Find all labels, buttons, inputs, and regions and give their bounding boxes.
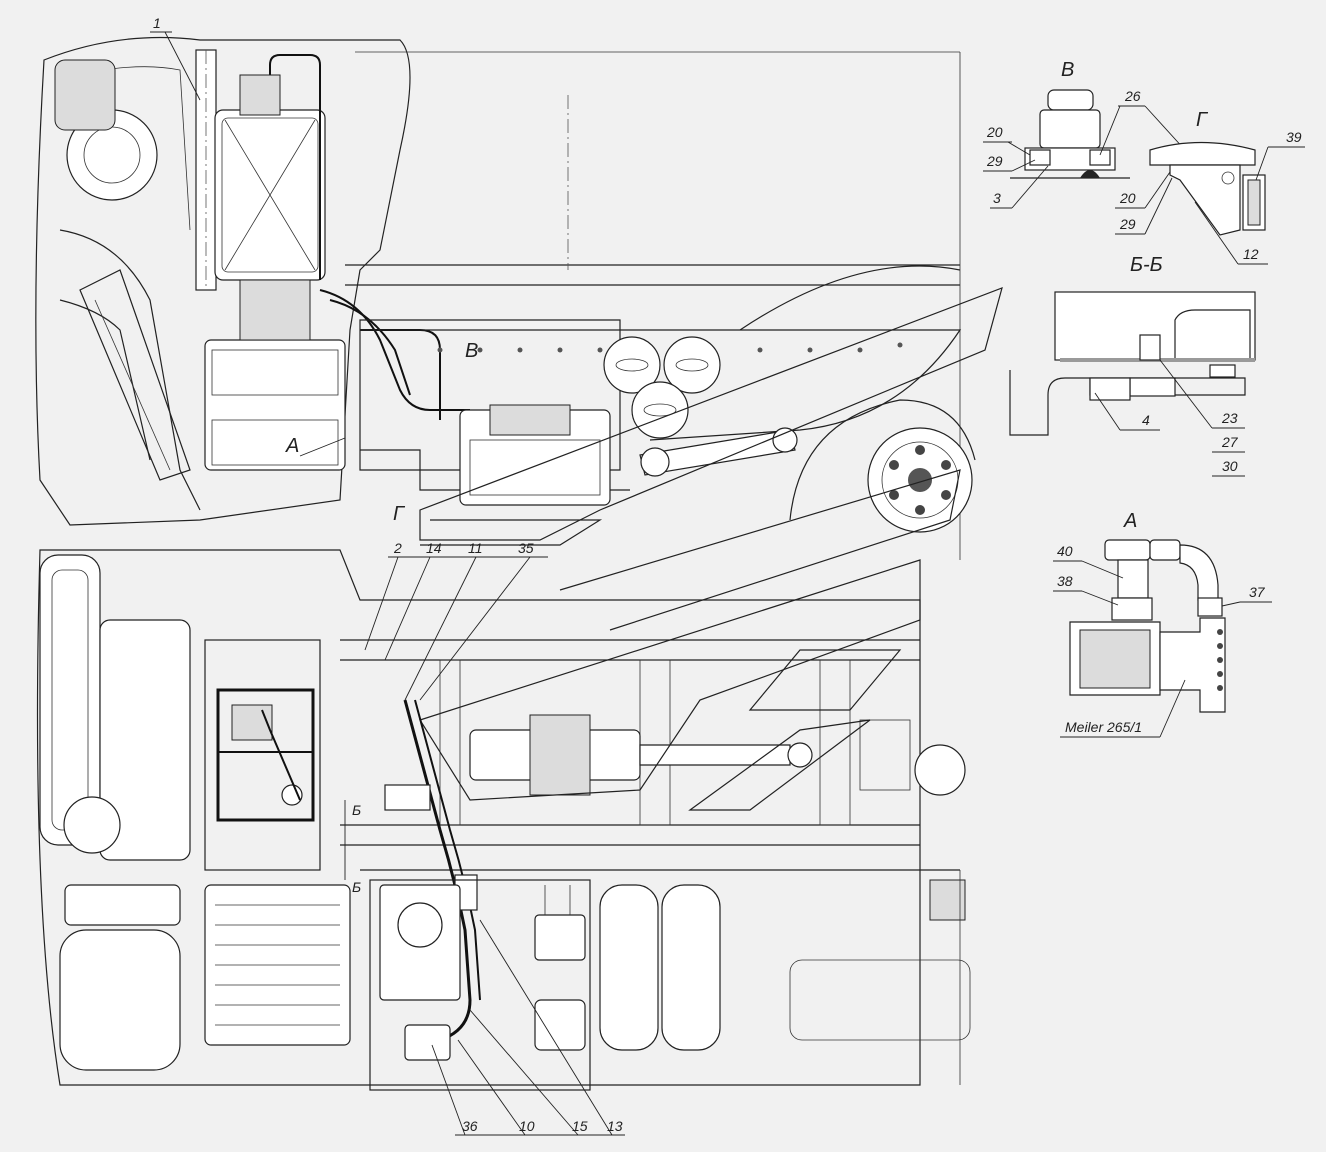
callout-35: 35 [518, 540, 534, 556]
callout-29a: 29 [986, 153, 1003, 169]
callout-29b: 29 [1119, 216, 1136, 232]
mark-g: Г [393, 503, 406, 525]
callout-14: 14 [426, 540, 442, 556]
callout-12: 12 [1243, 246, 1259, 262]
callout-30: 30 [1222, 458, 1238, 474]
callout-10: 10 [519, 1118, 535, 1134]
plan-view: Б Б [36, 549, 971, 1091]
callout-13: 13 [607, 1118, 623, 1134]
heater-model-label: Meiler 265/1 [1065, 719, 1142, 735]
callout-4: 4 [1142, 412, 1150, 428]
callouts-main: 1 2 14 11 35 36 10 15 13 [150, 15, 625, 1136]
view-a-title: А [1123, 510, 1137, 532]
callout-36: 36 [462, 1118, 478, 1134]
detail-v: В 20 29 3 26 [983, 59, 1186, 209]
view-g-title: Г [1196, 109, 1209, 131]
callout-39: 39 [1286, 129, 1302, 145]
detail-g: Г 39 20 29 12 [1115, 109, 1305, 265]
callout-37: 37 [1249, 584, 1266, 600]
callout-15: 15 [572, 1118, 588, 1134]
callout-23: 23 [1221, 410, 1238, 426]
callout-20a: 20 [986, 124, 1003, 140]
view-bb-title: Б-Б [1130, 254, 1163, 276]
callout-26: 26 [1124, 88, 1141, 104]
side-view: А В Г [35, 36, 1003, 631]
callout-27: 27 [1221, 434, 1239, 450]
callout-1: 1 [153, 15, 161, 31]
callout-11: 11 [468, 540, 483, 556]
mark-a: А [285, 435, 299, 457]
callout-38: 38 [1057, 573, 1073, 589]
section-bb: Б-Б 4 23 27 30 [1009, 254, 1256, 477]
callout-40: 40 [1057, 543, 1073, 559]
detail-a: А 40 38 37 Meiler 265/1 [1053, 510, 1272, 738]
mark-v: В [465, 340, 478, 362]
view-v-title: В [1061, 59, 1074, 81]
callout-3: 3 [993, 190, 1001, 206]
mark-b-upper: Б [352, 802, 361, 818]
callout-2: 2 [393, 540, 402, 556]
callout-20b: 20 [1119, 190, 1136, 206]
mark-b-lower: Б [352, 879, 361, 895]
